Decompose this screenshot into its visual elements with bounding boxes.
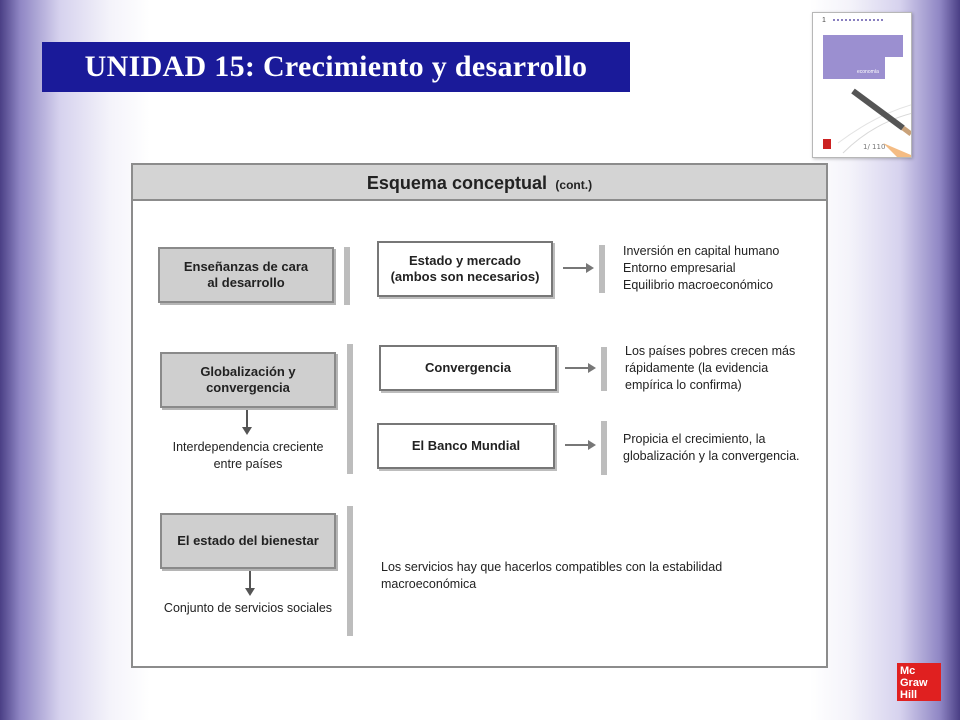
detail-line: globalización y la convergencia. [623,449,800,463]
separator-bar [344,247,350,305]
details-estado-bienestar: Los servicios hay que hacerlos compatibl… [381,559,801,593]
logo-line-hill: Hill [900,689,918,701]
separator-bar [601,421,607,475]
detail-line: Entorno empresarial [623,261,736,275]
box-text-line: convergencia [206,380,290,395]
box-text-line: Enseñanzas de cara [183,259,309,274]
arrow-down [242,410,252,435]
consequence-line: Conjunto de servicios sociales [163,601,333,615]
logo-line-mc: Mc [900,665,916,677]
box-text-line: El estado del bienestar [177,533,319,548]
book-cover-title: economía [857,69,879,75]
box-banco-mundial: El Banco Mundial [377,423,555,469]
detail-line: Equilibrio macroeconómico [623,278,774,292]
consequence-line: Interdependencia creciente [172,440,324,454]
details-convergencia: Los países pobres crecen más rápidamente… [625,343,825,394]
box-globalizacion-convergencia: Globalización y convergencia [160,352,336,408]
consequence-servicios-sociales: Conjunto de servicios sociales [153,600,343,617]
svg-text:1/ 110: 1/ 110 [863,143,885,151]
box-text-line: al desarrollo [207,275,285,290]
box-ensenanzas-desarrollo: Enseñanzas de cara al desarrollo [158,247,334,303]
panel-title: Esquema conceptual [366,173,547,193]
separator-bar [347,506,353,636]
detail-line: Los países pobres crecen más [625,344,796,358]
box-convergencia: Convergencia [379,345,557,391]
box-estado-mercado: Estado y mercado (ambos son necesarios) [377,241,553,297]
slide-title: UNIDAD 15: Crecimiento y desarrollo [42,42,630,92]
mcgraw-hill-logo: Mc Graw Hill [897,663,941,701]
consequence-line: entre países [213,457,283,471]
book-cover-number: 1 [822,17,826,24]
details-banco-mundial: Propicia el crecimiento, la globalizació… [623,431,823,465]
box-estado-bienestar: El estado del bienestar [160,513,336,569]
detail-line: Inversión en capital humano [623,244,780,258]
separator-bar [599,245,605,293]
arrow-down [245,571,255,596]
box-text-line: Estado y mercado [408,253,521,268]
detail-line: rápidamente (la evidencia [625,361,769,375]
concept-scheme-panel: Esquema conceptual (cont.) Enseñanzas de… [131,163,828,668]
box-text-line: Convergencia [425,360,511,375]
logo-line-graw: Graw [900,677,928,689]
pencil-icon: 1/ 110 [837,88,911,157]
box-text-line: El Banco Mundial [411,438,521,453]
separator-bar [601,347,607,391]
detail-line: macroeconómica [381,577,477,591]
detail-line: Los servicios hay que hacerlos compatibl… [381,560,723,574]
consequence-interdependencia: Interdependencia creciente entre países [158,439,338,473]
book-cover-dots [833,19,883,21]
box-text-line: (ambos son necesarios) [390,269,540,284]
separator-bar [347,344,353,474]
book-cover-image: 1 economía 1/ 110 [812,12,912,158]
publisher-mini-logo [823,139,831,149]
panel-subtitle: (cont.) [555,178,593,192]
box-text-line: Globalización y [200,364,296,379]
panel-header: Esquema conceptual (cont.) [133,165,826,201]
detail-line: empírica lo confirma) [625,378,742,392]
book-cover-notch [885,57,903,79]
arrow-right [565,363,596,373]
arrow-right [565,440,596,450]
details-estado-mercado: Inversión en capital humano Entorno empr… [623,243,823,294]
arrow-right [563,263,594,273]
detail-line: Propicia el crecimiento, la [623,432,766,446]
